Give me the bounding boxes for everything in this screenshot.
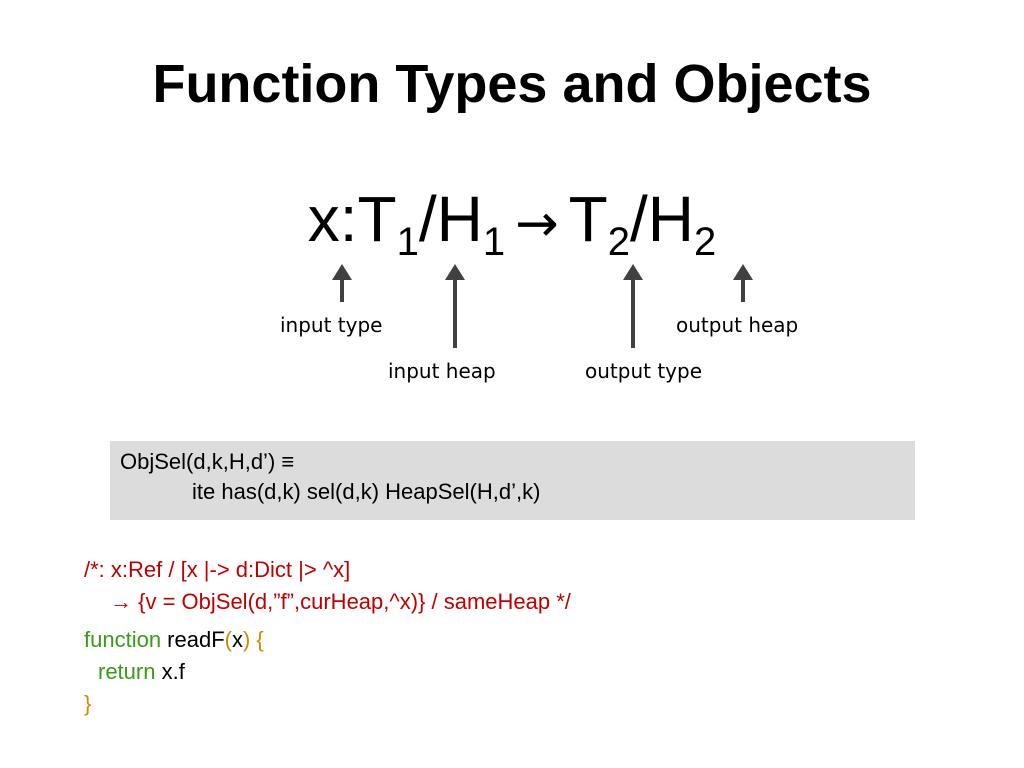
paren-close: ) — [242, 627, 251, 652]
comment-line-1: /*: x:Ref / [x |-> d:Dict |> ^x] — [84, 557, 351, 582]
formula-sub-1b: 1 — [482, 220, 506, 264]
code-line-function: function readF(x) { — [84, 624, 571, 656]
function-name: readF — [161, 627, 225, 652]
objsel-definition-box: ObjSel(d,k,H,d’) ≡ ite has(d,k) sel(d,k)… — [110, 441, 915, 520]
comment-arrow-icon: → — [110, 589, 132, 614]
formula-t2: T — [568, 183, 608, 255]
definition-line-1: ObjSel(d,k,H,d’) ≡ — [120, 449, 905, 475]
formula-x: x — [307, 183, 340, 255]
output-type-label: output type — [585, 359, 703, 383]
definition-lhs: ObjSel(d,k,H,d’) — [120, 449, 276, 474]
definition-line-2: ite has(d,k) sel(d,k) HeapSel(H,d’,k) — [192, 479, 541, 504]
equiv-symbol: ≡ — [281, 449, 295, 474]
output-heap-label: output heap — [676, 313, 799, 337]
keyword-return: return — [98, 659, 156, 684]
brace-open: { — [250, 627, 264, 652]
paren-open: ( — [224, 627, 232, 652]
output-type-arrowhead — [623, 264, 643, 280]
output-heap-arrowhead — [733, 264, 753, 280]
function-type-formula: x:T1/H1→T2/H2 — [0, 182, 1024, 262]
slide-title: Function Types and Objects — [152, 54, 872, 114]
function-param: x — [231, 627, 243, 652]
brace-close: } — [84, 691, 92, 716]
formula-h2: H — [647, 183, 695, 255]
code-block: /*: x:Ref / [x |-> d:Dict |> ^x] → {v = … — [84, 554, 571, 720]
formula-arrow: → — [515, 194, 559, 254]
formula-sub-1a: 1 — [396, 220, 419, 264]
formula-h1: H — [436, 183, 483, 255]
formula-t1: T — [357, 183, 397, 255]
input-type-label: input type — [280, 313, 383, 337]
formula-sub-2b: 2 — [694, 220, 717, 264]
keyword-function: function — [84, 627, 162, 652]
input-heap-arrowhead — [445, 264, 465, 280]
formula-slash-1: / — [418, 183, 437, 255]
return-expression: x.f — [155, 659, 185, 684]
comment-line-2: → {v = ObjSel(d,”f”,curHeap,^x)} / sameH… — [84, 586, 571, 618]
comment-line-2-text: {v = ObjSel(d,”f”,curHeap,^x)} / sameHea… — [132, 589, 571, 614]
input-heap-label: input heap — [388, 359, 496, 383]
formula-slash-2: / — [630, 183, 648, 255]
input-type-arrowhead — [332, 264, 352, 280]
formula-colon: : — [339, 183, 358, 255]
code-line-return: return x.f — [84, 656, 571, 688]
formula-sub-2a: 2 — [607, 220, 631, 264]
